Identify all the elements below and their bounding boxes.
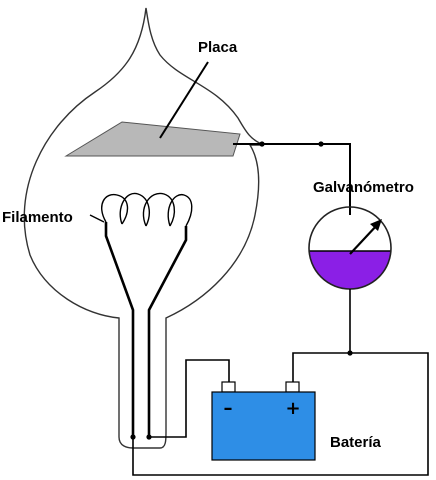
battery-body — [211, 391, 316, 461]
galvanometer-label: Galvanómetro — [313, 179, 414, 196]
corner-junction — [318, 141, 324, 147]
glass-bulb-outline — [23, 7, 265, 449]
plate-lead-wire — [233, 143, 351, 215]
filament-coil — [101, 192, 193, 227]
battery-positive-sign: + — [285, 398, 300, 419]
filament-leg-right — [147, 226, 188, 437]
galvanometer-battery-wire — [292, 289, 351, 382]
filament-label-pointer — [89, 214, 105, 223]
filament-label: Filamento — [2, 209, 73, 226]
arrow-needle-icon — [349, 223, 379, 255]
plate — [64, 121, 241, 157]
galvanometer — [308, 206, 392, 290]
battery-label: Batería — [330, 434, 382, 451]
filament-right-junction — [146, 434, 152, 440]
battery-negative-wire — [149, 359, 230, 438]
plate-label-pointer — [159, 61, 209, 139]
battery: – + — [211, 381, 316, 461]
filament-leg-left — [104, 222, 135, 437]
plate-label: Placa — [198, 39, 238, 56]
return-wire — [132, 352, 429, 476]
battery-negative-sign: – — [224, 398, 233, 419]
plate-wire-junction — [259, 141, 265, 147]
filament-left-junction — [130, 434, 136, 440]
